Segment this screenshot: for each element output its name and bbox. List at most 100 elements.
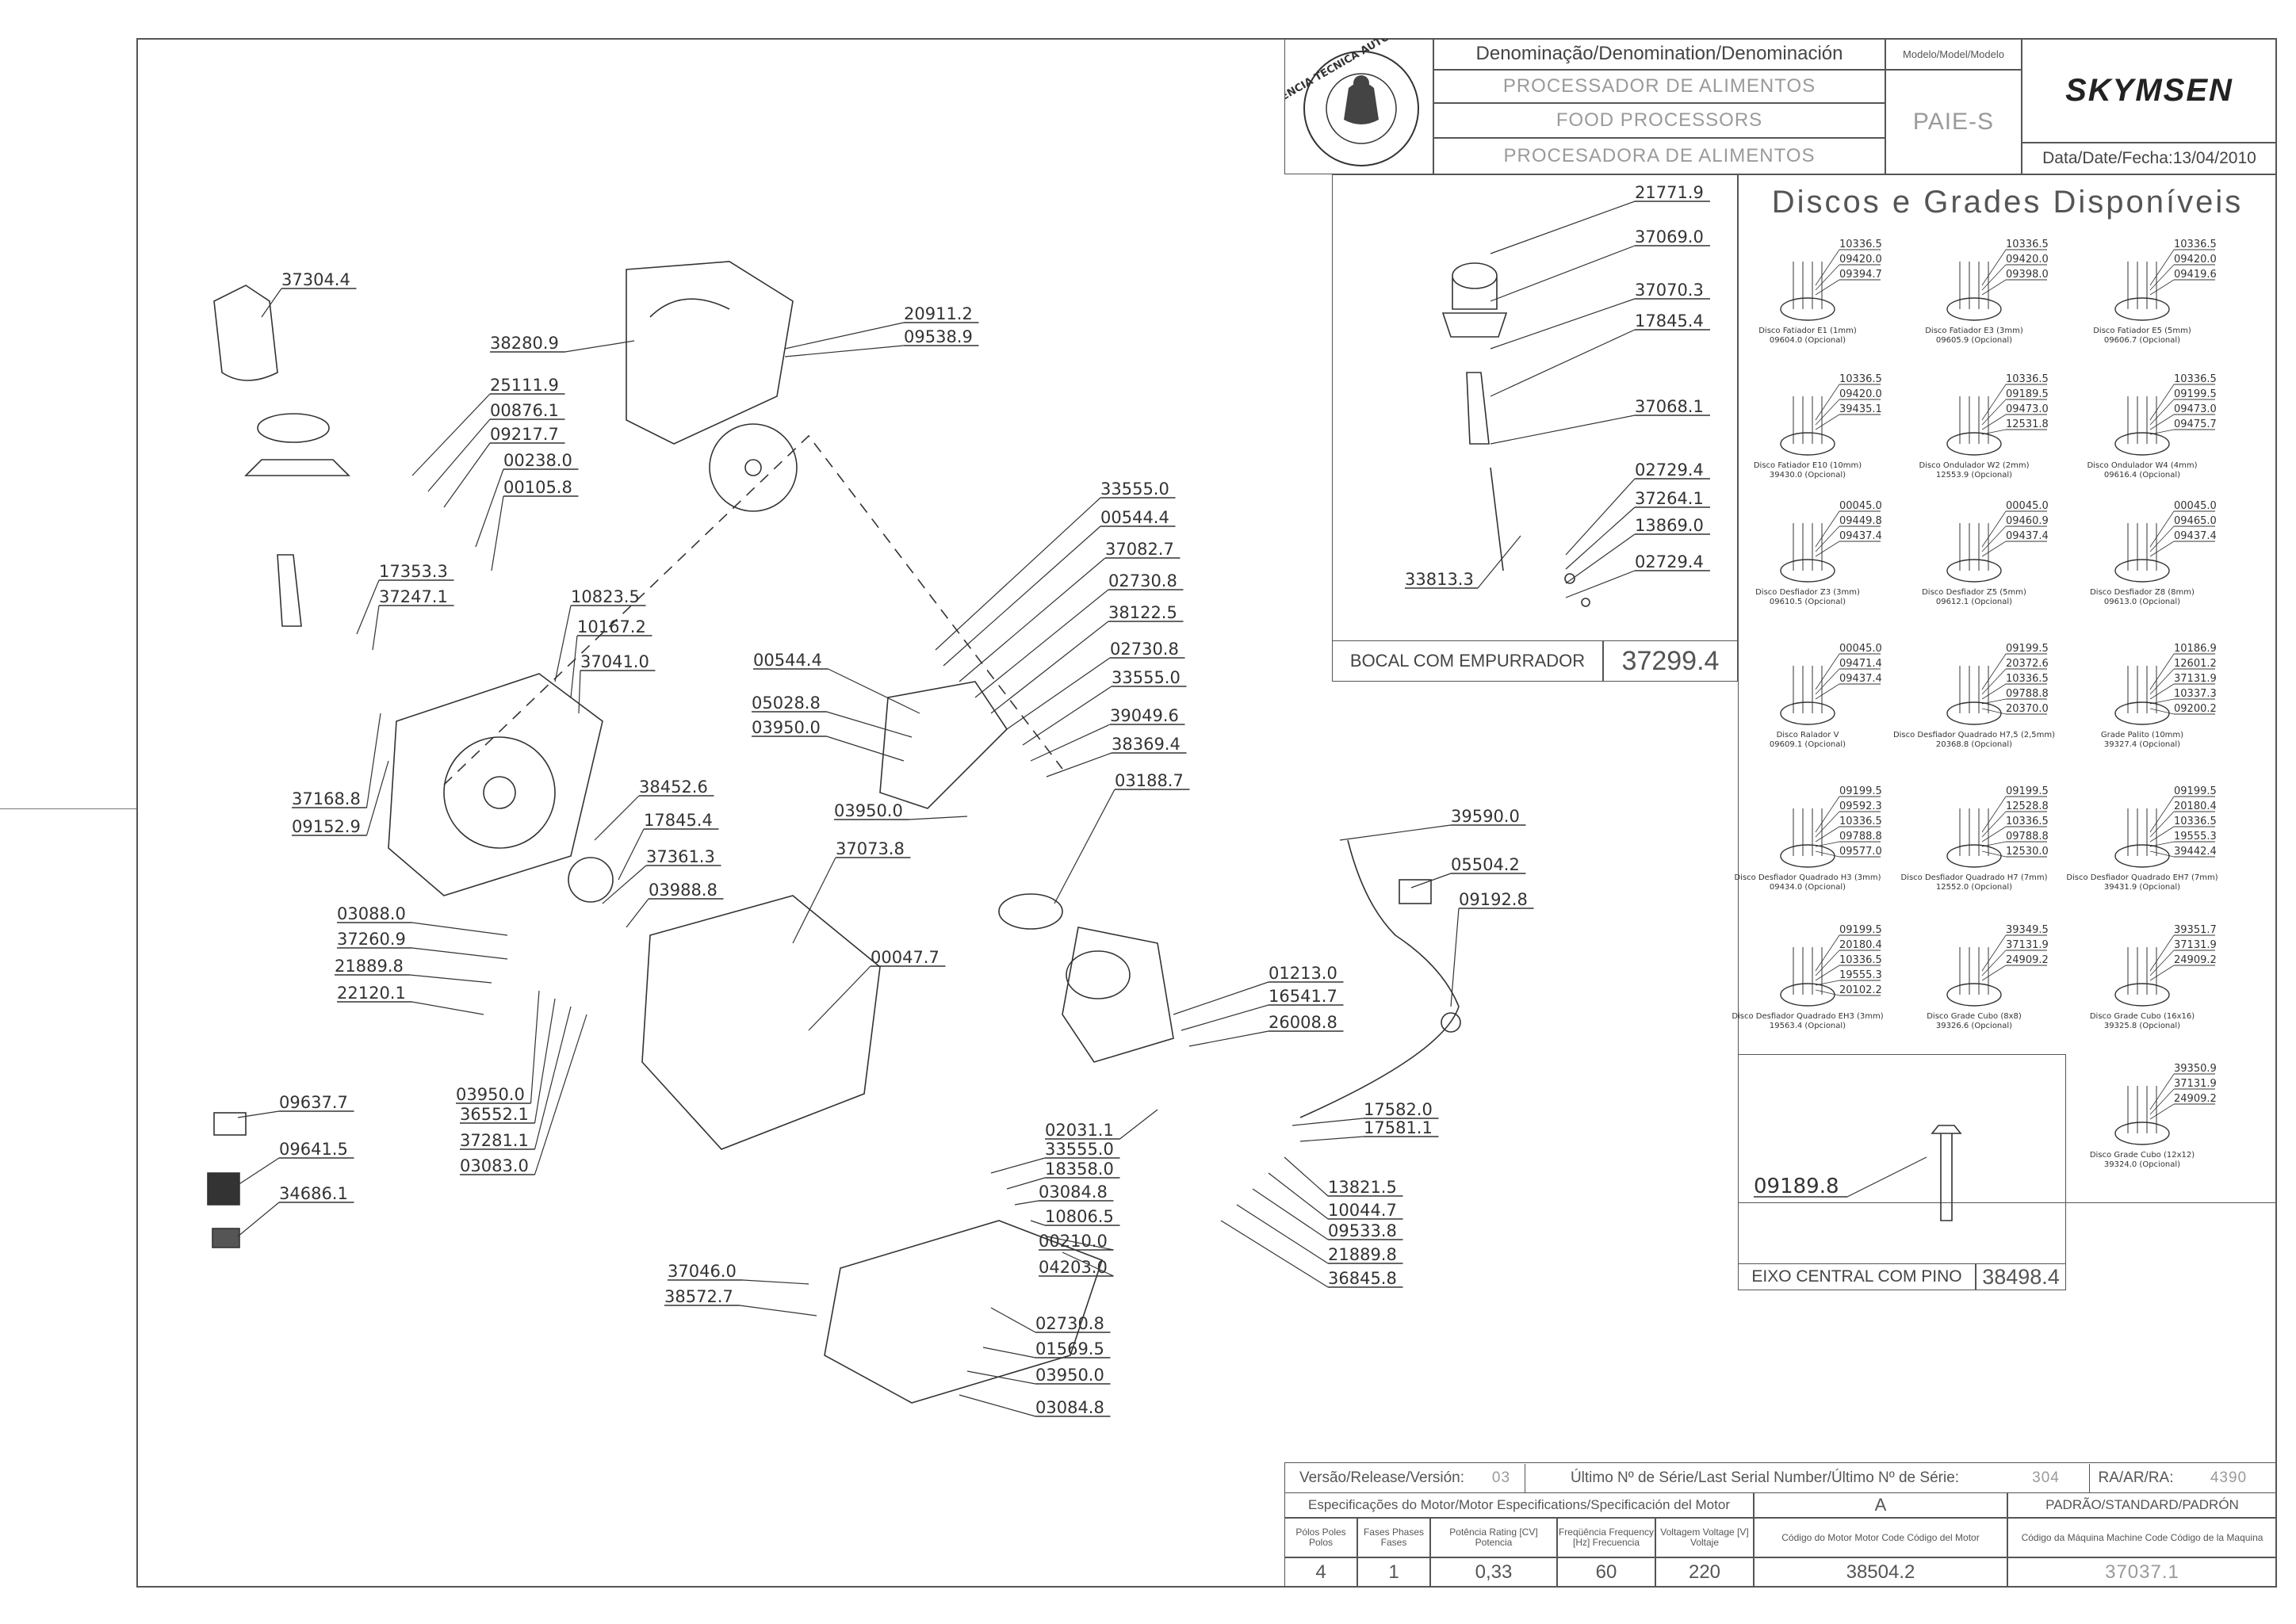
leader-line <box>1030 724 1111 762</box>
bocal-part-label: 33813.3 <box>1405 570 1474 589</box>
leader-line <box>1815 541 1840 557</box>
leader-line <box>2149 934 2175 972</box>
leader-line <box>411 1001 484 1015</box>
bocal-part-label: 13869.0 <box>1635 516 1704 535</box>
disc-code: 09612.1 (Opcional) <box>1936 598 2012 606</box>
date-field: Data/Date/Fecha:13/04/2010 <box>2022 143 2277 174</box>
leader-line <box>1981 698 2007 705</box>
disc-part-label: 09199.5 <box>2006 643 2049 655</box>
part-number-label: 17353.3 <box>379 562 448 581</box>
disc-part-label: 00045.0 <box>2174 500 2217 512</box>
bocal-part-label: 02729.4 <box>1635 552 1704 571</box>
disc-part-label: 39351.7 <box>2174 924 2217 936</box>
col-phases-value: 1 <box>1357 1557 1430 1588</box>
disc-part-label: 09189.5 <box>2006 388 2049 400</box>
col-poles-value: 4 <box>1284 1557 1357 1588</box>
part-number-label: 05504.2 <box>1451 855 1520 874</box>
disc-part-label: 09471.4 <box>1839 658 1882 670</box>
disc-icon <box>2114 432 2170 456</box>
leader-line <box>564 340 635 353</box>
motor-sketch <box>1062 927 1174 1063</box>
leader-line <box>974 589 1109 698</box>
pulley-sketch <box>568 857 614 903</box>
disc-name: Disco Desfiador Quadrado EH3 (3mm) <box>1732 1012 1883 1021</box>
disc-card: 09199.520180.410336.519555.339442.4Disco… <box>2066 785 2218 892</box>
leader-line <box>1490 201 1636 254</box>
disc-part-label: 39350.9 <box>2174 1063 2217 1075</box>
disc-icon <box>1780 844 1835 868</box>
leader-line <box>1981 965 2007 981</box>
leader-line <box>1815 264 1840 291</box>
bocal-code: 37299.4 <box>1603 640 1738 682</box>
discs-panel <box>1738 174 2277 1203</box>
leader-line <box>1490 298 1636 350</box>
col-rating-label: Potência Rating [CV] Potencia <box>1430 1518 1557 1557</box>
name-pt: PROCESSADOR DE ALIMENTOS <box>1433 70 1885 103</box>
part-number-label: 37168.8 <box>292 789 361 808</box>
pusher-sketch <box>213 285 278 381</box>
leader-line <box>826 711 913 738</box>
disc-part-label: 10336.5 <box>2174 373 2217 385</box>
disc-code: 39326.6 (Opcional) <box>1936 1022 2012 1030</box>
leader-line <box>1188 1030 1269 1047</box>
leader-line <box>1815 850 1840 858</box>
part-number-label: 37247.1 <box>379 587 448 606</box>
disc-part-label: 24909.2 <box>2006 954 2049 966</box>
leader-line <box>1284 1156 1329 1197</box>
disc-part-label: 10336.5 <box>1839 954 1882 966</box>
disc-part-label: 09460.9 <box>2006 515 2049 527</box>
disc-part-label: 12531.8 <box>2006 418 2049 430</box>
leader-line <box>1981 841 2007 847</box>
bocal-part-label: 02729.4 <box>1635 460 1704 480</box>
disc-part-label: 12601.2 <box>2174 658 2217 670</box>
leader-line <box>1815 934 1840 972</box>
part-number-label: 09152.9 <box>292 817 361 836</box>
disc-part-label: 09437.4 <box>2174 530 2217 542</box>
leader-line <box>1815 414 1840 430</box>
part-number-label: 00876.1 <box>490 401 559 420</box>
bottom-plate-sketch <box>824 1220 1104 1404</box>
belt-sketch <box>998 893 1063 930</box>
part-number-label: 09192.8 <box>1459 890 1528 909</box>
part-number-label: 09641.5 <box>279 1140 348 1159</box>
disc-icon <box>1780 559 1835 583</box>
label-09641 <box>207 1172 240 1206</box>
disc-part-label: 09199.5 <box>2006 785 2049 797</box>
cord-gland-sketch <box>1441 1012 1461 1033</box>
leader-line <box>1268 1172 1329 1220</box>
cover-sketch <box>626 261 794 445</box>
leader-line <box>1450 908 1460 1007</box>
leader-line <box>570 635 578 698</box>
disc-part-label: 10336.5 <box>2006 239 2049 250</box>
leader-line <box>1565 570 1636 598</box>
leader-line <box>1815 826 1840 843</box>
leader-line <box>2149 414 2175 430</box>
label-34686 <box>212 1228 240 1248</box>
leader-line <box>1565 506 1636 570</box>
disc-code: 39327.4 (Opcional) <box>2104 740 2180 749</box>
disc-name: Disco Desfiador Quadrado EH7 (7mm) <box>2066 873 2218 882</box>
motor-bracket-sketch <box>879 681 1008 809</box>
part-number-label: 00047.7 <box>871 948 939 967</box>
part-number-label: 37260.9 <box>337 930 406 949</box>
part-number-label: 10806.5 <box>1045 1207 1114 1226</box>
disc-part-label: 09199.5 <box>2174 785 2217 797</box>
disc-code: 09606.7 (Opcional) <box>2104 336 2180 345</box>
motor-spec-label: Especificações do Motor/Motor Especifica… <box>1284 1492 1754 1518</box>
leader-line <box>1054 789 1115 904</box>
leader-line <box>1981 399 2007 426</box>
leader-line <box>2149 510 2175 548</box>
eixo-label: EIXO CENTRAL COM PINO <box>1738 1263 1976 1290</box>
part-number-label: 03988.8 <box>649 881 718 900</box>
disc-icon <box>1780 297 1835 321</box>
disc-part-label: 09419.6 <box>2174 269 2217 281</box>
part-number-label: 38572.7 <box>664 1287 733 1306</box>
disc-icon <box>1780 983 1835 1007</box>
leader-line <box>1981 510 2007 548</box>
disc-icon <box>2114 701 2170 725</box>
leader-line <box>261 288 282 318</box>
leader-line <box>1410 873 1452 888</box>
